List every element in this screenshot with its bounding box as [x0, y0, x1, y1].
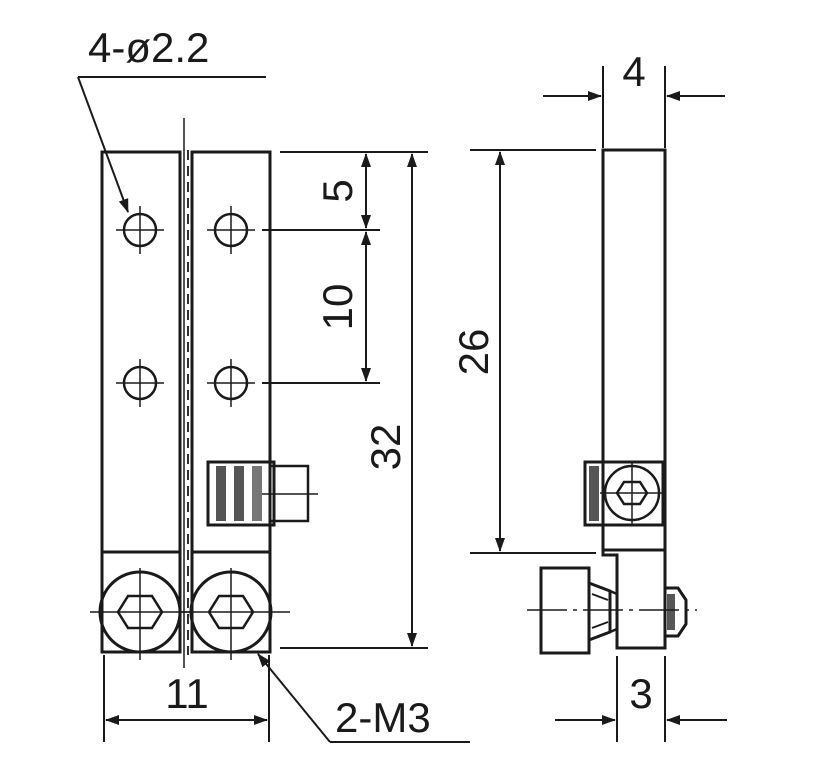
hex-socket-icon [181, 568, 290, 660]
front-view [90, 118, 318, 668]
left-leaf-base [100, 550, 182, 654]
dim-total-length: 32 [362, 424, 409, 471]
side-view-dimensions: 4 26 3 [450, 48, 727, 742]
crosshair-hole-icon [116, 206, 164, 254]
dim-hole-spacing: 10 [314, 284, 361, 331]
front-view-dimensions: 4-ø2.2 5 10 32 11 2-M3 [77, 24, 470, 743]
dim-thickness-3: 3 [629, 670, 652, 717]
side-leaf [601, 148, 667, 552]
dim-hole-offset: 5 [314, 179, 361, 202]
dim-width: 11 [165, 670, 209, 717]
crosshair-hole-icon [116, 359, 164, 407]
side-base [601, 523, 667, 650]
dim-thickness-4: 4 [622, 48, 645, 95]
screws-label: 2-M3 [335, 694, 431, 741]
holes-label: 4-ø2.2 [88, 24, 209, 71]
side-view [527, 148, 697, 655]
hex-socket-icon [600, 462, 666, 525]
crosshair-hole-icon [207, 206, 255, 254]
crosshair-hole-icon [207, 359, 255, 407]
dim-height-26: 26 [450, 329, 497, 376]
set-screw [206, 460, 318, 527]
hex-socket-icon [90, 568, 190, 660]
left-leaf [100, 150, 182, 554]
